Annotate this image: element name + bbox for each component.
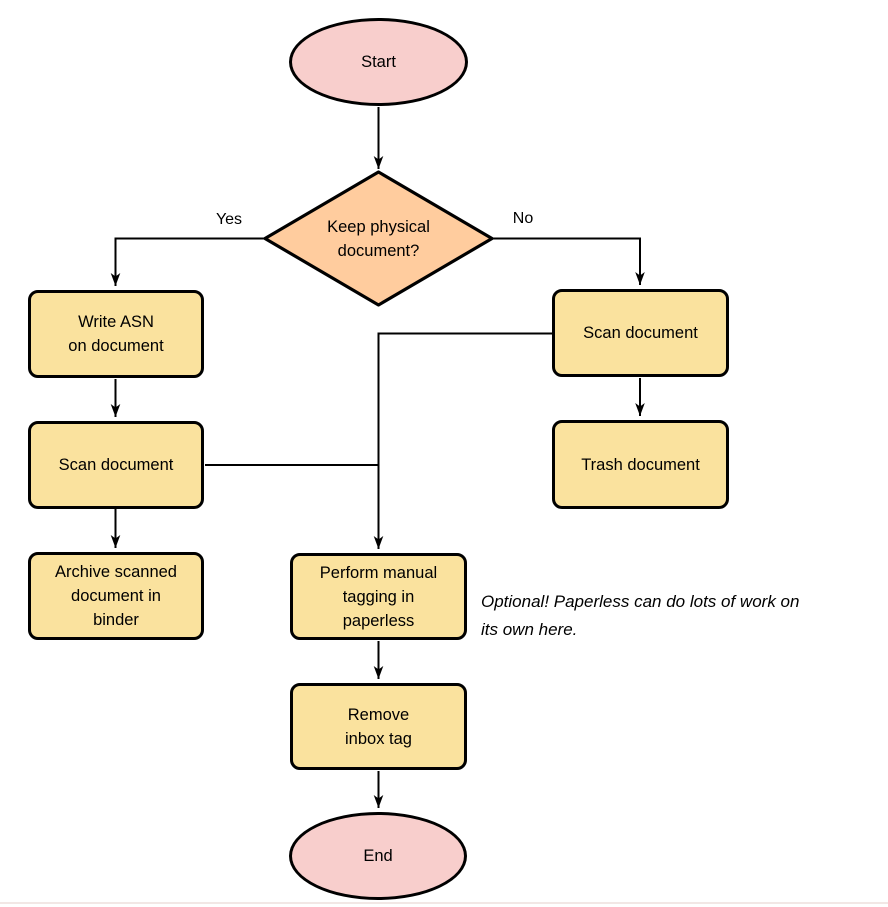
node-scan-document-right: Scan document — [552, 289, 729, 377]
node-write-asn: Write ASN on document — [28, 290, 204, 378]
node-start: Start — [289, 18, 468, 106]
optional-note: Optional! Paperless can do lots of work … — [481, 588, 799, 644]
edge-decision-no-to-scan-right — [492, 237, 645, 285]
node-scan-document-right-label: Scan document — [583, 324, 698, 342]
node-archive-binder: Archive scanned document in binder — [28, 552, 204, 640]
edge-decision-yes-to-write-asn — [110, 237, 265, 286]
node-write-asn-label: Write ASN on document — [68, 313, 164, 355]
edge-label-yes: Yes — [199, 211, 259, 229]
optional-note-line2: its own here. — [481, 620, 578, 639]
node-trash-document-label: Trash document — [581, 455, 700, 474]
node-decision-label: Keep physical document? — [327, 217, 430, 260]
node-end: End — [289, 812, 467, 900]
node-perform-tagging: Perform manual tagging in paperless — [290, 553, 467, 640]
node-trash-document: Trash document — [552, 420, 729, 509]
node-remove-inbox-tag: Remove inbox tag — [290, 683, 467, 770]
node-start-label: Start — [361, 53, 396, 71]
node-end-label: End — [363, 847, 393, 865]
node-remove-inbox-tag-label: Remove inbox tag — [345, 705, 412, 748]
optional-note-line1: Optional! Paperless can do lots of work … — [481, 592, 800, 611]
decision-diamond-shape — [263, 170, 494, 307]
node-scan-document-left: Scan document — [28, 421, 204, 509]
node-perform-tagging-label: Perform manual tagging in paperless — [319, 563, 438, 630]
node-scan-document-left-label: Scan document — [58, 456, 174, 474]
edge-scan-right-to-perform-tagging — [373, 332, 553, 549]
node-archive-binder-label: Archive scanned document in binder — [55, 563, 177, 629]
bottom-divider — [0, 902, 888, 904]
edge-label-no: No — [493, 210, 553, 228]
